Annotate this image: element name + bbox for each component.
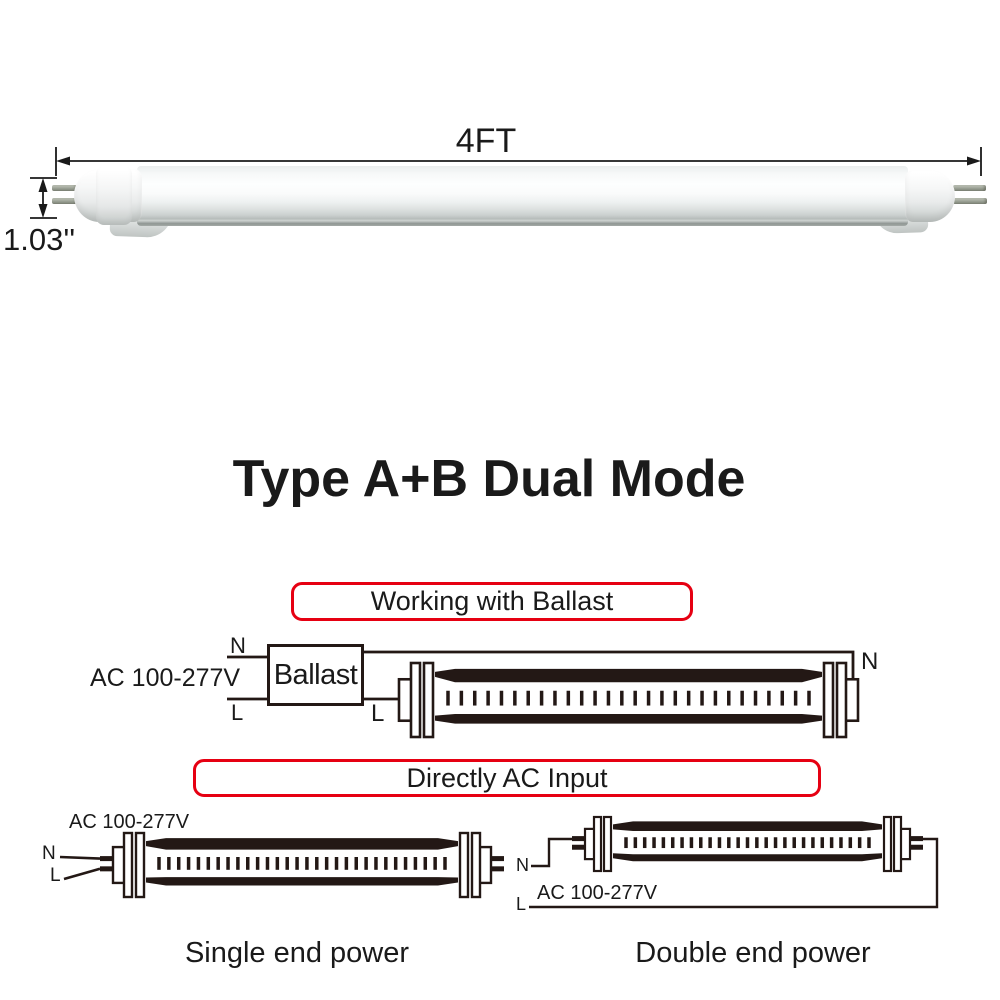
ballast-box: Ballast xyxy=(267,644,364,706)
tube-body xyxy=(137,166,908,226)
tube-schematic-double-end xyxy=(572,815,923,873)
left-pin-bottom xyxy=(52,198,77,204)
diameter-dimension-label: 1.03'' xyxy=(3,222,76,257)
right-pin-bottom xyxy=(953,198,987,204)
single-end-caption: Single end power xyxy=(184,937,410,969)
ballast-header-badge: Working with Ballast xyxy=(291,582,693,621)
product-photo xyxy=(0,0,1000,280)
page-title: Type A+B Dual Mode xyxy=(232,450,746,508)
single-end-live-label: L xyxy=(50,865,61,886)
double-end-wiring-lines xyxy=(529,837,939,909)
direct-header-badge: Directly AC Input xyxy=(193,759,821,797)
ballast-neutral-in-label: N xyxy=(230,633,246,658)
double-end-live-label: L xyxy=(516,894,527,914)
ballast-header-label: Working with Ballast xyxy=(370,586,614,616)
length-dimension xyxy=(55,147,982,176)
single-end-ac-label: AC 100-277V xyxy=(69,811,190,833)
double-end-neutral-label: N xyxy=(516,855,529,875)
ballast-live-in-label: L xyxy=(231,700,244,725)
single-end-wiring-lines xyxy=(59,855,101,881)
tube-schematic-single-end xyxy=(100,831,504,899)
ballast-tube-neutral-label: N xyxy=(861,648,879,675)
tube-endcap-left-flange xyxy=(96,166,132,225)
ballast-tube-live-label: L xyxy=(371,700,385,727)
diameter-dimension xyxy=(30,177,57,219)
left-pin-top xyxy=(52,185,77,191)
length-dimension-label: 4FT xyxy=(455,122,517,160)
single-end-neutral-label: N xyxy=(42,843,56,864)
direct-header-label: Directly AC Input xyxy=(406,762,608,793)
ballast-wiring-lines xyxy=(227,650,855,701)
double-end-caption: Double end power xyxy=(635,937,871,969)
right-pin-top xyxy=(953,185,986,191)
ballast-ac-input-label: AC 100-277V xyxy=(90,664,241,692)
ballast-box-label: Ballast xyxy=(273,658,358,691)
tube-endcap-right xyxy=(905,170,955,222)
double-end-ac-label: AC 100-277V xyxy=(537,882,658,904)
tube-schematic-ballast xyxy=(397,661,860,739)
